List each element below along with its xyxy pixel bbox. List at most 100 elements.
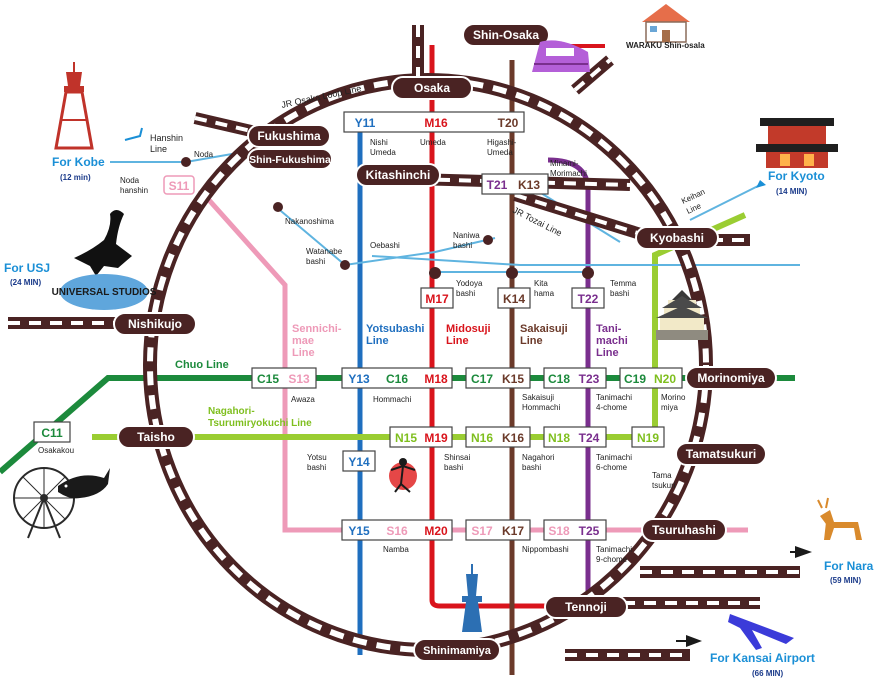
station-shin-osaka[interactable]: Shin-Osaka xyxy=(462,23,550,47)
svg-text:Yodoya: Yodoya xyxy=(456,279,483,288)
destination-kyoto[interactable]: For Kyoto (14 MIN) xyxy=(768,169,825,196)
svg-text:For Kansai Airport: For Kansai Airport xyxy=(710,651,815,665)
svg-text:mae: mae xyxy=(292,335,314,347)
code-box-yodoyabashi[interactable]: M17 xyxy=(420,287,454,309)
svg-text:S11: S11 xyxy=(169,179,190,193)
station-nishikujo[interactable]: Nishikujo xyxy=(113,312,197,336)
code-box-minami-morimachi[interactable]: T21 K13 xyxy=(481,173,549,195)
svg-text:Temma: Temma xyxy=(610,279,637,288)
code-box-yotsubashi[interactable]: Y14 xyxy=(342,450,376,472)
station-label: Taisho xyxy=(137,430,175,444)
station-osaka[interactable]: Osaka xyxy=(391,76,473,100)
station-label: Tennoji xyxy=(565,600,607,614)
station-shin-fukushima[interactable]: Shin-Fukushima xyxy=(247,148,333,170)
midosuji-line-track xyxy=(429,45,620,609)
destination-usj[interactable]: For USJ (24 MIN) xyxy=(4,261,50,287)
svg-text:Noda: Noda xyxy=(120,176,140,185)
svg-text:hama: hama xyxy=(534,289,555,298)
svg-text:bashi: bashi xyxy=(453,241,472,250)
svg-text:For Kobe: For Kobe xyxy=(52,155,105,169)
code-box-tanimachi-4[interactable]: C18 T23 xyxy=(543,367,607,389)
svg-text:Tanimachi: Tanimachi xyxy=(596,393,632,402)
station-tsuruhashi[interactable]: Tsuruhashi xyxy=(641,518,727,542)
station-label: Kyobashi xyxy=(650,231,704,245)
station-tennoji[interactable]: Tennoji xyxy=(544,595,628,619)
svg-text:N18: N18 xyxy=(548,431,570,445)
svg-text:Oebashi: Oebashi xyxy=(370,241,400,250)
svg-text:T25: T25 xyxy=(579,524,600,538)
svg-text:N20: N20 xyxy=(654,372,676,386)
svg-text:C18: C18 xyxy=(548,372,570,386)
whale-shark-icon xyxy=(58,468,110,499)
svg-text:K16: K16 xyxy=(502,431,524,445)
station-kitashinchi[interactable]: Kitashinchi xyxy=(355,163,441,187)
svg-text:Tsurumiryokuchi Line: Tsurumiryokuchi Line xyxy=(208,418,312,429)
code-box-tanimachi-6[interactable]: N18 T24 xyxy=(543,426,607,448)
station-label: Kitashinchi xyxy=(366,168,431,182)
code-box-nippombashi[interactable]: S17 K17 xyxy=(465,519,531,541)
svg-text:M20: M20 xyxy=(424,524,448,538)
station-tamatsukuri[interactable]: Tamatsukuri xyxy=(675,442,767,466)
svg-text:Umeda: Umeda xyxy=(487,148,513,157)
svg-text:N15: N15 xyxy=(395,431,417,445)
svg-text:Umeda: Umeda xyxy=(370,148,396,157)
svg-text:hanshin: hanshin xyxy=(120,186,148,195)
svg-text:bashi: bashi xyxy=(444,463,463,472)
code-box-awaza[interactable]: C15 S13 xyxy=(251,367,317,389)
station-label: Nishikujo xyxy=(128,317,182,331)
svg-text:Tani-: Tani- xyxy=(596,323,622,335)
code-box-noda-hanshin[interactable]: S11 xyxy=(163,175,195,195)
destination-nara[interactable]: For Nara (59 MIN) xyxy=(824,559,874,585)
svg-text:Sakaisuji: Sakaisuji xyxy=(522,393,554,402)
svg-text:K15: K15 xyxy=(502,372,524,386)
code-box-temmabashi[interactable]: T22 xyxy=(571,287,605,309)
destination-kansai-airport[interactable]: For Kansai Airport (66 MIN) xyxy=(710,651,815,678)
svg-text:Namba: Namba xyxy=(383,545,409,554)
svg-text:C16: C16 xyxy=(386,372,408,386)
station-label: Osaka xyxy=(414,81,450,95)
svg-text:M19: M19 xyxy=(424,431,448,445)
svg-text:Nagahori-: Nagahori- xyxy=(208,406,255,417)
svg-text:For Kyoto: For Kyoto xyxy=(768,169,825,183)
svg-text:Midosuji: Midosuji xyxy=(446,323,491,335)
code-box-nagahoribashi[interactable]: N16 K16 xyxy=(465,426,531,448)
svg-text:M17: M17 xyxy=(425,292,449,306)
svg-text:4-chome: 4-chome xyxy=(596,403,628,412)
chuo-line-label: Chuo Line xyxy=(175,359,229,371)
station-morinomiya[interactable]: Morinomiya xyxy=(685,366,777,390)
svg-text:9-chome: 9-chome xyxy=(596,555,628,564)
svg-text:K13: K13 xyxy=(518,178,540,192)
code-box-sakaisuji-hommachi[interactable]: C17 K15 xyxy=(465,367,531,389)
code-box-tamatsukuri[interactable]: N19 xyxy=(631,426,665,448)
code-box-kitahama[interactable]: K14 xyxy=(497,287,531,309)
code-box-shinsaibashi[interactable]: N15 M19 xyxy=(389,426,453,448)
svg-text:Tanimachi: Tanimachi xyxy=(596,545,632,554)
tsutenkaku-tower-icon xyxy=(54,62,94,150)
station-fukushima[interactable]: Fukushima xyxy=(247,124,331,148)
svg-text:For USJ: For USJ xyxy=(4,261,50,275)
code-box-hommachi[interactable]: Y13 C16 M18 xyxy=(341,367,453,389)
code-box-morinomiya[interactable]: C19 N20 xyxy=(619,367,683,389)
svg-text:S13: S13 xyxy=(288,372,310,386)
destination-kobe[interactable]: For Kobe (12 min) xyxy=(52,155,105,182)
svg-text:S17: S17 xyxy=(471,524,493,538)
svg-text:Line: Line xyxy=(446,335,469,347)
station-shinimamiya[interactable]: Shinimamiya xyxy=(413,638,501,662)
station-kyobashi[interactable]: Kyobashi xyxy=(635,226,719,250)
svg-text:Yotsubashi: Yotsubashi xyxy=(366,323,424,335)
svg-text:T22: T22 xyxy=(578,292,599,306)
usj-logo: UNIVERSAL STUDIOS xyxy=(52,274,157,310)
code-box-umeda[interactable]: Y11 M16 T20 xyxy=(343,111,525,133)
station-taisho[interactable]: Taisho xyxy=(117,425,195,449)
svg-text:Sakaisuji: Sakaisuji xyxy=(520,323,568,335)
code-box-namba[interactable]: Y15 S16 M20 xyxy=(341,519,453,541)
svg-text:Shinsai: Shinsai xyxy=(444,453,470,462)
svg-text:Tanimachi: Tanimachi xyxy=(596,453,632,462)
svg-text:bashi: bashi xyxy=(610,289,629,298)
svg-text:Umeda: Umeda xyxy=(420,138,446,147)
svg-text:C17: C17 xyxy=(471,372,493,386)
code-box-tanimachi-9[interactable]: S18 T25 xyxy=(543,519,607,541)
svg-text:miya: miya xyxy=(661,403,678,412)
code-box-osakakou[interactable]: C11 xyxy=(33,421,71,443)
svg-text:Hommachi: Hommachi xyxy=(373,395,411,404)
